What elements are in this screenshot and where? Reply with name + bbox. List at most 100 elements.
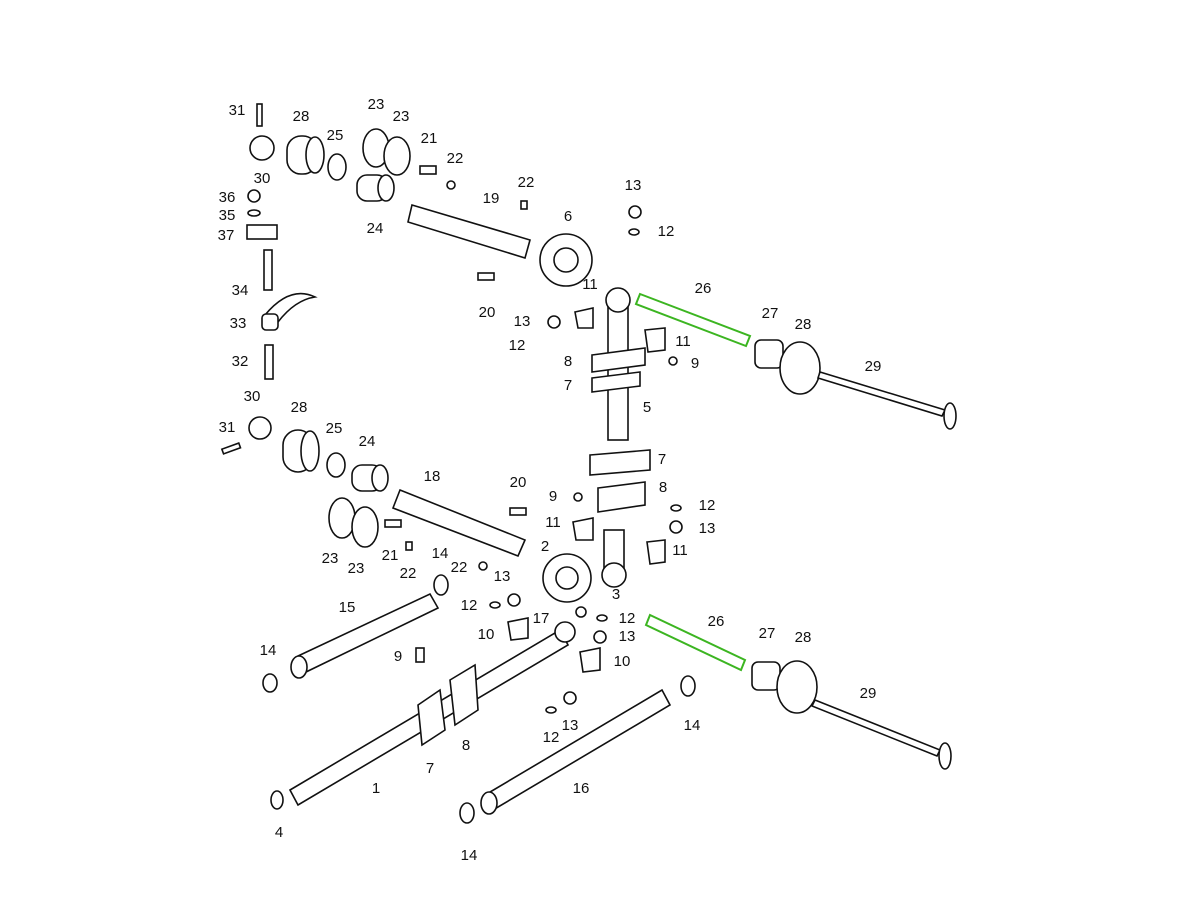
nut-13-mid — [669, 520, 683, 534]
part-label-27: 27 — [759, 625, 776, 642]
bolt-head-29-lower — [938, 742, 952, 770]
part-label-7: 7 — [564, 377, 572, 394]
seal-14d — [459, 802, 475, 824]
nut-13d — [593, 630, 607, 644]
flange-8-lower — [449, 663, 479, 727]
bearing-28-right-upper — [779, 341, 821, 395]
part-label-13: 13 — [699, 520, 716, 537]
part-label-22: 22 — [447, 150, 464, 167]
part-label-12: 12 — [658, 223, 675, 240]
part-label-26: 26 — [695, 280, 712, 297]
bracket-37 — [246, 224, 278, 240]
part-label-16: 16 — [573, 780, 590, 797]
part-label-14: 14 — [684, 717, 701, 734]
part-label-11: 11 — [582, 276, 598, 293]
bolt-29-lower — [810, 698, 942, 758]
roller-33 — [261, 313, 279, 331]
part-label-23: 23 — [348, 560, 365, 577]
part-label-13: 13 — [494, 568, 511, 585]
pin-26-lower — [644, 613, 747, 672]
part-label-12: 12 — [509, 337, 526, 354]
gasket-7-lower — [589, 449, 651, 476]
nut-36 — [247, 189, 261, 203]
part-label-25: 25 — [326, 420, 343, 437]
bearing-28-upper — [286, 135, 325, 175]
part-label-20: 20 — [479, 304, 496, 321]
part-label-29: 29 — [865, 358, 882, 375]
circlip-23d — [351, 506, 379, 548]
key-21-lower — [384, 519, 402, 528]
part-label-24: 24 — [359, 433, 376, 450]
part-label-34: 34 — [232, 282, 249, 299]
part-label-1: 1 — [372, 780, 380, 797]
shaft-18 — [391, 488, 527, 558]
cam-30-upper — [249, 135, 275, 161]
part-label-21: 21 — [382, 547, 399, 564]
washer-12e — [545, 706, 557, 714]
part-label-28: 28 — [795, 629, 812, 646]
nut-13-upper — [628, 205, 642, 219]
part-label-12: 12 — [461, 597, 478, 614]
part-label-14: 14 — [260, 642, 277, 659]
plug-9-upper — [668, 356, 678, 366]
part-label-13: 13 — [514, 313, 531, 330]
bolt-head-29-upper — [943, 402, 957, 430]
part-label-2: 2 — [541, 538, 549, 555]
washer-12-mid — [670, 504, 682, 512]
part-label-3: 3 — [612, 586, 620, 603]
part-label-20: 20 — [510, 474, 527, 491]
part-label-9: 9 — [549, 488, 557, 505]
gasket-7-upper — [591, 371, 641, 393]
seal-14b — [262, 673, 278, 693]
part-label-9: 9 — [394, 648, 402, 665]
cap-11b — [644, 327, 666, 353]
pin-31-upper — [256, 103, 263, 127]
part-label-25: 25 — [327, 127, 344, 144]
part-label-10: 10 — [478, 626, 495, 643]
part-label-23: 23 — [393, 108, 410, 125]
part-label-13: 13 — [619, 628, 636, 645]
part-label-8: 8 — [659, 479, 667, 496]
washer-35 — [247, 209, 261, 217]
key-20-upper — [477, 272, 495, 281]
part-label-28: 28 — [795, 316, 812, 333]
ball-17 — [575, 606, 587, 618]
seal-14c — [680, 675, 696, 697]
part-label-5: 5 — [643, 399, 651, 416]
cam-30-lower — [248, 416, 272, 440]
part-label-29: 29 — [860, 685, 877, 702]
part-label-7: 7 — [426, 760, 434, 777]
part-label-11: 11 — [672, 542, 688, 559]
part-label-7: 7 — [658, 451, 666, 468]
part-label-18: 18 — [424, 468, 441, 485]
part-label-11: 11 — [675, 333, 691, 350]
part-label-10: 10 — [614, 653, 631, 670]
cap-11c — [572, 517, 594, 541]
parts-group — [220, 103, 957, 824]
bushing-24-lower — [351, 464, 389, 492]
part-label-15: 15 — [339, 599, 356, 616]
cap-10b — [579, 647, 601, 673]
nut-13c — [507, 593, 521, 607]
pinion-1 — [554, 621, 576, 643]
part-label-6: 6 — [564, 208, 572, 225]
seal-14a — [433, 574, 449, 596]
part-label-9: 9 — [691, 355, 699, 372]
plug-9-mid — [573, 492, 583, 502]
bearing-28-lower — [282, 429, 320, 473]
gasket-8-lower — [597, 481, 646, 513]
part-label-28: 28 — [291, 399, 308, 416]
part-label-30: 30 — [244, 388, 261, 405]
part-label-26: 26 — [708, 613, 725, 630]
part-label-37: 37 — [218, 227, 235, 244]
pin-22c — [405, 541, 413, 551]
cap-11a — [574, 307, 594, 329]
part-label-11: 11 — [545, 514, 561, 531]
key-21-upper — [419, 165, 437, 175]
flange-7-lower — [417, 688, 446, 747]
washer-12-upper — [628, 228, 640, 236]
pinion-5 — [605, 287, 631, 313]
